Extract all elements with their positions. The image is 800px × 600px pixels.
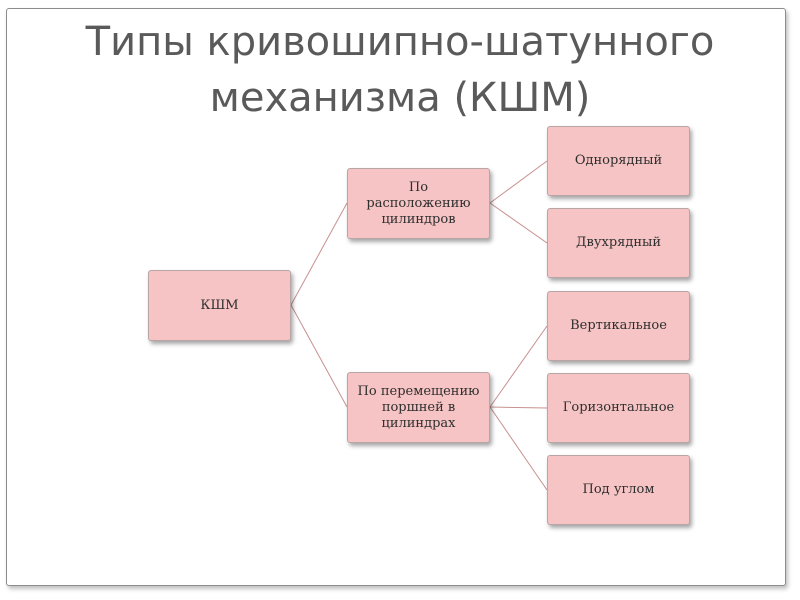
node-leaf-double-row: Двухрядный: [547, 208, 690, 278]
node-branch-piston-movement: По перемещению поршней в цилиндрах: [347, 372, 490, 443]
slide-title-line-1: Типы кривошипно-шатунного: [85, 19, 715, 65]
node-leaf-angled: Под углом: [547, 455, 690, 525]
slide-title-line-2: механизма (КШМ): [209, 75, 591, 121]
connector-branch-2-leaf-1: [489, 325, 548, 408]
node-root: КШМ: [148, 270, 291, 341]
connector-root-branch-1: [290, 202, 348, 306]
connector-branch-1-leaf-2: [489, 202, 548, 244]
connector-branch-1-leaf-1: [489, 160, 548, 204]
node-leaf-single-row: Однорядный: [547, 126, 690, 196]
connector-branch-2-leaf-2: [489, 406, 548, 409]
node-branch-cylinder-arrangement: По расположению цилиндров: [347, 168, 490, 239]
connector-branch-2-leaf-3: [489, 406, 548, 491]
connector-root-branch-2: [290, 304, 348, 408]
node-leaf-vertical: Вертикальное: [547, 291, 690, 361]
slide-title: Типы кривошипно-шатунного механизма (КШМ…: [40, 14, 760, 126]
node-leaf-horizontal: Горизонтальное: [547, 373, 690, 443]
